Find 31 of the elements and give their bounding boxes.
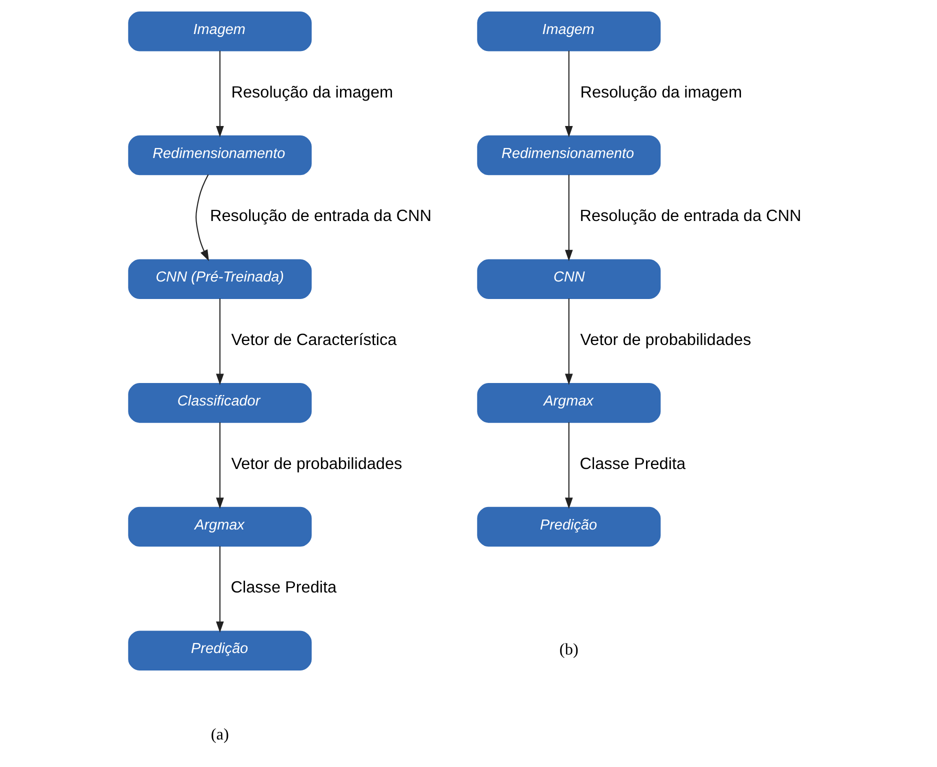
node-box: CNN: [476, 259, 660, 299]
node-box: Redimensionamento: [128, 135, 312, 176]
edge-label: Classe Predita: [579, 454, 686, 473]
edge-label: Resolução da imagem: [230, 83, 393, 102]
node-box: Argmax: [128, 506, 312, 547]
arrow: [564, 50, 572, 138]
edge-label: Vetor de probabilidades: [230, 454, 402, 473]
label: (a): [210, 726, 228, 744]
node-box: Imagem: [128, 11, 312, 52]
edge-label: Resolução de entrada da CNN: [209, 207, 432, 226]
edge-label: Vetor de probabilidades: [580, 330, 751, 349]
arrow: [216, 546, 224, 633]
arrow: [195, 174, 208, 262]
arrow: [564, 174, 572, 262]
edge-label: Resolução de entrada da CNN: [579, 207, 801, 226]
arrow: [564, 298, 572, 385]
arrow: [216, 50, 224, 138]
arrow: [564, 422, 572, 509]
edge-label: Classe Predita: [230, 578, 336, 597]
label: (b): [558, 640, 578, 659]
node-box: Predição: [476, 506, 660, 547]
arrow: [216, 298, 224, 385]
edge-label: Resolução da imagem: [580, 83, 742, 102]
node-box: CNN (Pré-Treinada): [128, 259, 312, 299]
node-box: Predição: [128, 630, 312, 671]
node-box: Argmax: [476, 383, 660, 423]
arrow: [216, 422, 224, 509]
node-box: Imagem: [476, 11, 660, 52]
node-box: Classificador: [128, 383, 312, 423]
node-box: Redimensionamento: [476, 135, 660, 176]
edge-label: Vetor de Característica: [230, 330, 396, 349]
